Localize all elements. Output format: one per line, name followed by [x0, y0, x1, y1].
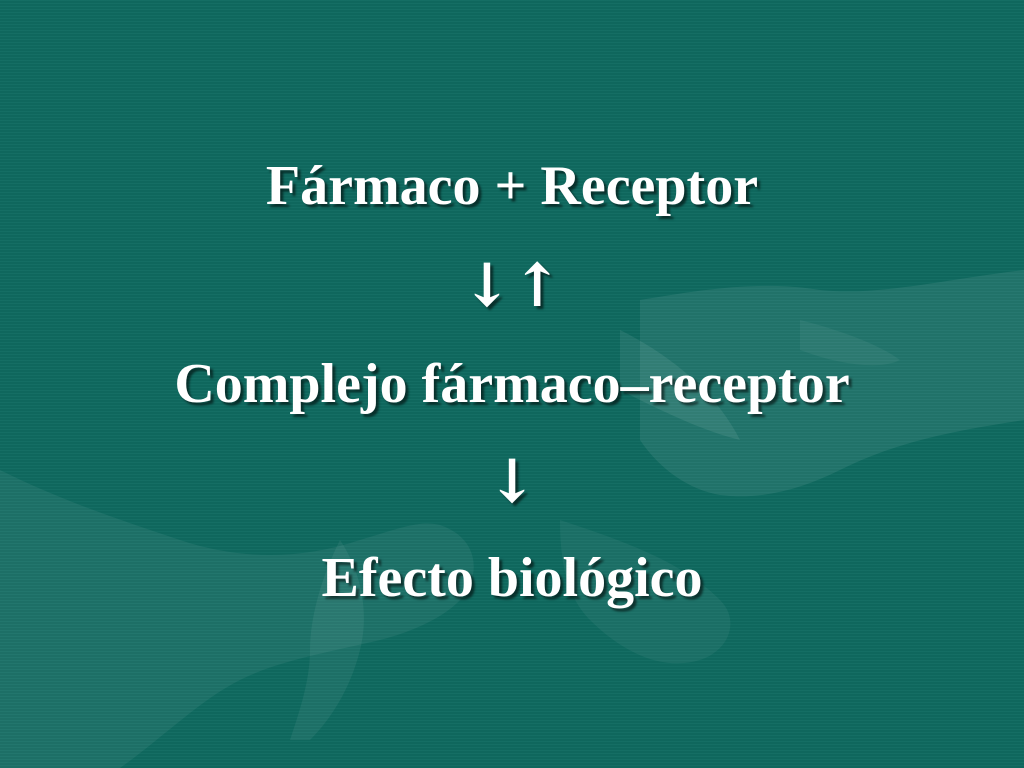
reversible-arrows: ↓↑: [461, 251, 563, 321]
down-arrow: ↓: [486, 447, 538, 517]
slide-line-efecto: Efecto biológico: [321, 547, 703, 609]
slide-line-farmaco-receptor: Fármaco + Receptor: [265, 155, 759, 217]
slide-line-complejo: Complejo fármaco–receptor: [174, 353, 850, 415]
